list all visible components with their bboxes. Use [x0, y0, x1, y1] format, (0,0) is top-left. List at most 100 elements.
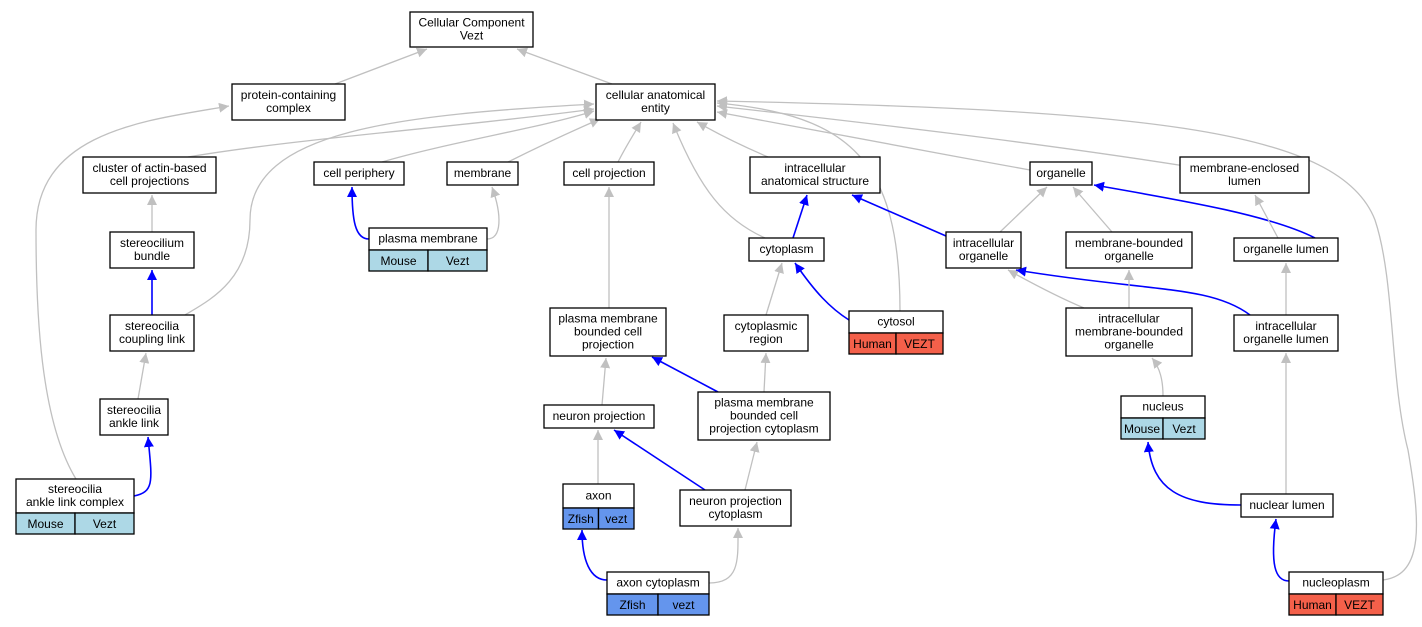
edge-axon_cyto-to-npc — [708, 527, 744, 584]
edge-intra_organelle-to-organelle — [999, 186, 1048, 233]
node-label-line: bounded cell — [730, 409, 798, 423]
node-label-line: ankle link complex — [26, 495, 124, 509]
node-organelle[interactable]: organelle — [1029, 161, 1093, 186]
annotation-label: Vezt — [1172, 422, 1196, 436]
node-box — [1029, 161, 1093, 186]
node-box — [109, 314, 195, 352]
node-label-line: organelle lumen — [1243, 332, 1328, 346]
edge-mel-to-cae — [716, 102, 1186, 167]
node-label-line: membrane — [454, 166, 512, 180]
node-label-line: organelle — [959, 249, 1009, 263]
node-nuclear_lumen[interactable]: nuclear lumen — [1240, 493, 1334, 518]
edge-scl-to-cae — [184, 99, 595, 316]
annotation-label: Human — [853, 337, 892, 351]
node-membrane[interactable]: membrane — [446, 161, 519, 186]
edge-nucleoplasm-to-cae — [716, 96, 1418, 581]
edge-sal-to-scl — [137, 352, 150, 400]
node-label-line: nucleus — [1142, 400, 1183, 414]
edge-pmbcpc-to-cyto_region — [760, 352, 771, 393]
annotation-label: Mouse — [27, 517, 63, 531]
node-cell_periphery[interactable]: cell periphery — [313, 161, 405, 186]
edge-neuron_projection-to-pmbcp — [600, 357, 611, 406]
node-box — [313, 161, 405, 186]
edge-nucleus-to-imbo — [1151, 357, 1164, 397]
node-label-line: cytosol — [877, 315, 914, 329]
node-label-line: stereocilium — [120, 236, 184, 250]
node-label-line: Vezt — [460, 29, 484, 43]
node-cytoplasm[interactable]: cytoplasm — [748, 237, 825, 262]
edge-cytosol-to-cytoplasm — [794, 262, 850, 321]
annotation-label: VEZT — [904, 337, 935, 351]
node-box — [549, 307, 667, 357]
node-box — [231, 83, 346, 121]
edge-organelle_lumen-to-organelle — [1093, 181, 1316, 239]
node-label-line: lumen — [1228, 174, 1261, 188]
node-box — [723, 314, 809, 352]
edge-iol-to-intra_organelle — [1015, 266, 1251, 316]
node-label-line: membrane-enclosed — [1190, 161, 1299, 175]
node-label-line: cluster of actin-based — [92, 161, 206, 175]
node-label-line: intracellular — [1098, 312, 1159, 326]
node-label-line: axon cytoplasm — [616, 576, 699, 590]
node-label-line: Cellular Component — [418, 16, 525, 30]
node-label-line: cell periphery — [323, 166, 394, 180]
annotation-label: Zfish — [619, 598, 645, 612]
edge-salc-to-sal — [133, 436, 154, 497]
edge-imbo-to-intra_organelle — [1007, 269, 1085, 309]
edge-cyto_region-to-cytoplasm — [765, 262, 784, 316]
node-label-line: stereocilia — [125, 319, 179, 333]
annotation-label: Zfish — [568, 512, 594, 526]
edge-membrane-to-cae — [507, 118, 601, 163]
edge-organelle_lumen-to-mel — [1254, 194, 1279, 239]
node-label-line: anatomical structure — [761, 174, 869, 188]
node-label-line: stereocilia — [48, 482, 102, 496]
node-box — [1065, 307, 1193, 357]
node-label-line: complex — [266, 101, 311, 115]
edge-nuclear_lumen-to-nucleus — [1143, 441, 1242, 506]
node-label-line: plasma membrane — [378, 232, 478, 246]
node-organelle_lumen[interactable]: organelle lumen — [1233, 237, 1339, 262]
node-box — [1179, 156, 1310, 194]
node-label-line: cell projection — [572, 166, 645, 180]
node-box — [446, 161, 519, 186]
node-box — [1240, 493, 1334, 518]
node-label-line: bounded cell — [574, 325, 642, 339]
node-cell_projection[interactable]: cell projection — [563, 161, 655, 186]
node-label-line: organelle — [1104, 338, 1154, 352]
node-label-line: coupling link — [119, 332, 186, 346]
node-label-line: region — [749, 332, 782, 346]
edge-nucleoplasm-to-nuclear_lumen — [1269, 518, 1290, 582]
node-label-line: cellular anatomical — [606, 88, 705, 102]
edge-mbo-to-organelle — [1072, 186, 1113, 233]
node-box — [82, 156, 217, 194]
annotation-label: vezt — [672, 598, 695, 612]
node-neuron_projection[interactable]: neuron projection — [543, 404, 655, 429]
node-box — [595, 83, 716, 121]
node-box — [945, 231, 1022, 269]
